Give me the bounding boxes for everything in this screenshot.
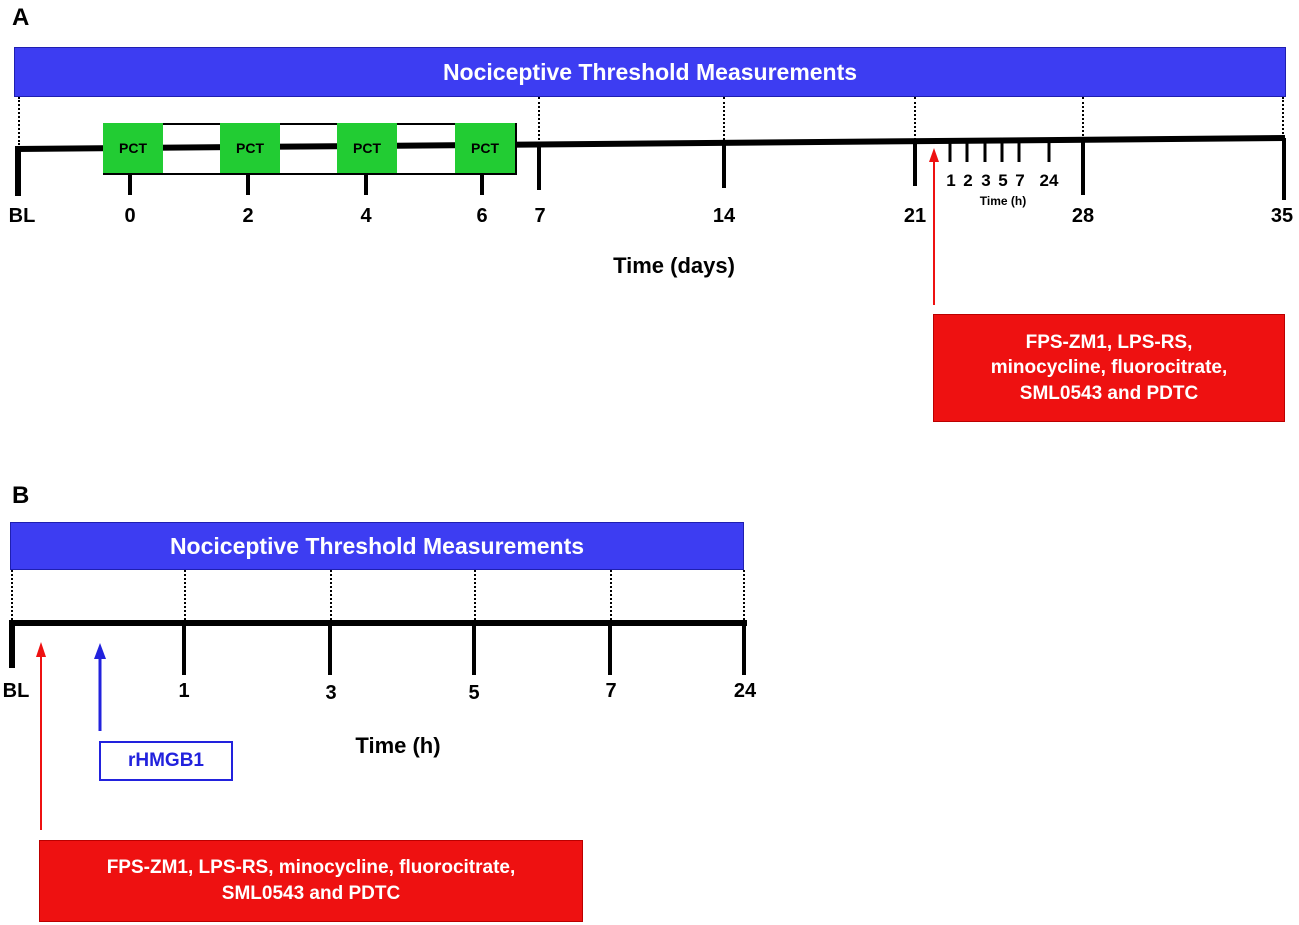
panel-a-dotline-21 [914,97,916,140]
panel-a-hour-7: 7 [1015,171,1025,190]
panel-a-axis-title: Time (days) [613,253,735,278]
panel-a-label-21: 21 [903,205,927,227]
panel-b-letter: B [12,482,30,509]
panel-b-label-24: 24 [733,680,757,702]
panel-b-dotline-5 [474,570,476,620]
panel-b-axis-title: Time (h) [355,733,441,758]
panel-a-dotline-28 [1082,97,1084,140]
panel-b-dotline-3 [330,570,332,620]
panel-a-label-14: 14 [712,205,736,227]
panel-a-label-bl: BL [8,205,36,227]
panel-a-dotline-35 [1282,97,1284,137]
panel-b-treatment-box: FPS-ZM1, LPS-RS, minocycline, fluorocitr… [39,840,583,922]
panel-b-label-7: 7 [605,680,617,702]
pct-box-day6: PCT [455,123,515,173]
panel-a-treatment-line-3: SML0543 and PDTC [1019,382,1199,404]
panel-b-dotline-24 [743,570,745,620]
panel-a-label-4: 4 [360,205,372,227]
panel-a-hour-1: 1 [946,171,956,190]
panel-a-treatment-line-2: minocycline, fluorocitrate, [990,357,1228,379]
panel-a-treatment-line-1: FPS-ZM1, LPS-RS, [1025,331,1193,353]
panel-a-label-2: 2 [242,205,254,227]
panel-a-dotline-14 [723,97,725,140]
panel-a-measurement-bar: Nociceptive Threshold Measurements [14,47,1286,97]
panel-a-dotline-bl [18,97,20,145]
panel-b-dotline-7 [610,570,612,620]
panel-a-hours-title: Time (h) [979,194,1027,208]
pct-box-day0: PCT [103,123,163,173]
panel-a-treatment-box: FPS-ZM1, LPS-RS, minocycline, fluorocitr… [933,314,1285,422]
panel-b-dotline-1 [184,570,186,620]
panel-a-label-28: 28 [1071,205,1095,227]
panel-b-label-1: 1 [178,680,190,702]
rhmgb1-box: rHMGB1 [99,741,233,781]
panel-b-measurement-bar: Nociceptive Threshold Measurements [10,522,744,570]
panel-a-hour-24: 24 [1039,171,1059,190]
pct-box-day2: PCT [220,123,280,173]
panel-b-treatment-line-1: FPS-ZM1, LPS-RS, minocycline, fluorocitr… [106,857,516,879]
panel-a-label-35: 35 [1270,205,1294,227]
panel-a-hour-2: 2 [963,171,973,190]
panel-a-label-0: 0 [124,205,136,227]
panel-a-label-7: 7 [534,205,546,227]
panel-a-hour-3: 3 [981,171,991,190]
panel-b-label-5: 5 [468,682,480,704]
panel-b-label-3: 3 [325,682,337,704]
panel-a-dotline-7 [538,97,540,140]
panel-a-label-6: 6 [476,205,488,227]
pct-box-day4: PCT [337,123,397,173]
panel-b-dotline-bl [11,570,13,620]
panel-a-hour-5: 5 [998,171,1008,190]
panel-b-treatment-line-2: SML0543 and PDTC [221,883,401,904]
panel-b-label-bl: BL [2,680,30,702]
panel-a-letter: A [12,4,30,31]
